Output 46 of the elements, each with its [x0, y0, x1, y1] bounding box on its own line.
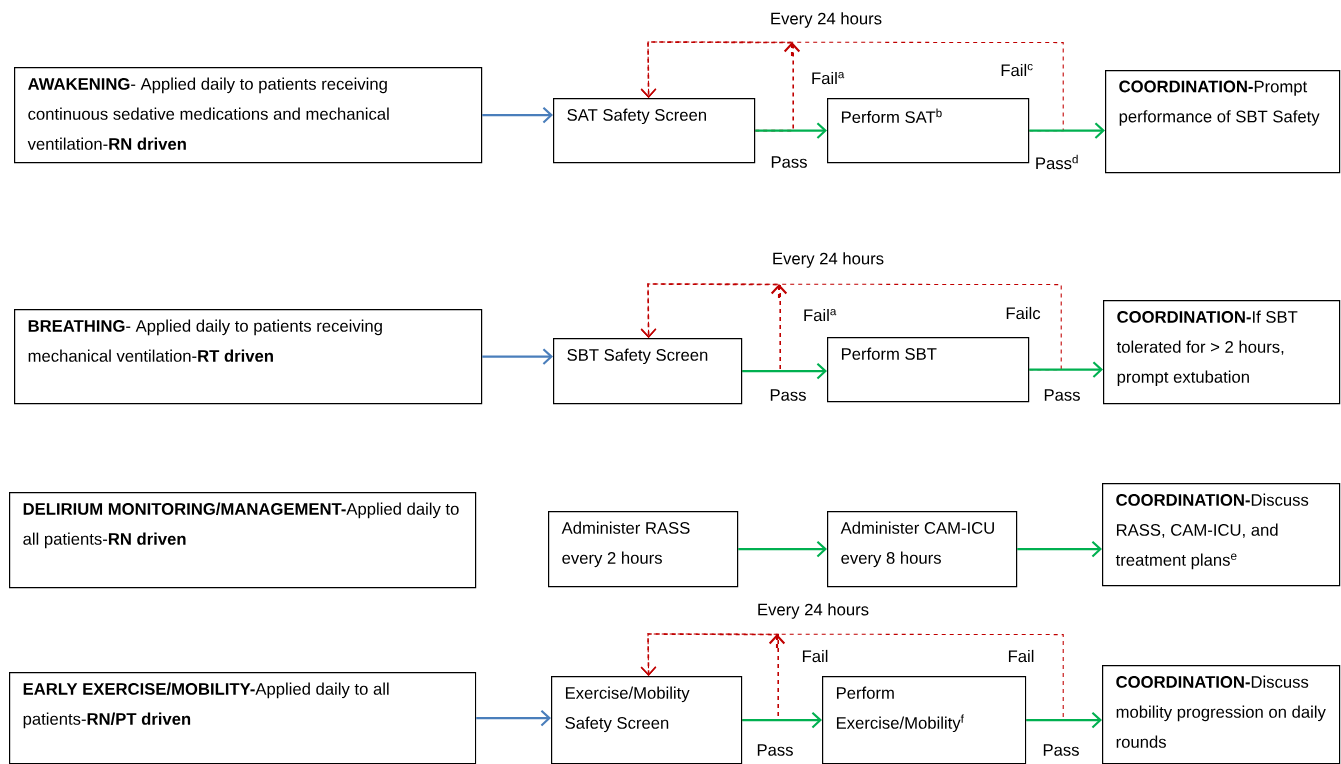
loop-label: Every 24 hours	[773, 252, 884, 268]
process-box: Administer RASS every 2 hours	[548, 511, 739, 588]
arrow	[640, 41, 1064, 132]
process-box: Perform Exercise/Mobility$^{f}$	[822, 676, 1027, 764]
process-box: AWAKENING- Applied daily to patients receiving continuous sedative medications and mechanical ventilation-RN driven	[14, 67, 483, 164]
arrow	[1029, 122, 1105, 139]
arrow	[482, 348, 553, 365]
process-box: COORDINATION-Discuss RASS, CAM-ICU, and treatment plans$^{e}$	[1102, 483, 1341, 587]
process-box: DELIRIUM MONITORING/MANAGEMENT-Applied daily to all patients-RN driven	[9, 492, 477, 589]
process-box: BREATHING- Applied daily to patients receiving mechanical ventilation-RT driven	[14, 309, 483, 405]
arrow	[482, 107, 553, 124]
process-box: Perform SAT$^{b}$	[827, 98, 1030, 164]
process-box: COORDINATION-If SBT tolerated for > 2 hours, prompt extubation	[1103, 300, 1341, 405]
process-box: SBT Safety Screen	[553, 338, 743, 405]
edge-label: Fail$^{a}$	[801, 307, 839, 323]
arrow	[742, 712, 822, 729]
loop-label: Every 24 hours	[758, 603, 869, 619]
arrow	[640, 283, 788, 372]
edge-label: Pass	[768, 387, 808, 403]
edge-label: Pass$^{d}$	[1033, 153, 1081, 171]
edge-label: Pass	[1041, 742, 1081, 758]
process-box: SAT Safety Screen	[553, 98, 756, 164]
edge-label: Pass	[1042, 387, 1082, 403]
arrow	[1017, 541, 1102, 558]
process-box: Administer CAM-ICU every 8 hours	[827, 511, 1018, 588]
process-box: COORDINATION-Discuss mobility progression on daily rounds	[1102, 665, 1341, 764]
arrow	[1026, 712, 1102, 729]
edge-label: Fail	[800, 648, 830, 664]
process-box: Exercise/Mobility Safety Screen	[551, 676, 743, 764]
edge-label: Pass	[755, 742, 795, 758]
edge-label: Fail	[1006, 648, 1036, 664]
arrow	[640, 41, 801, 132]
process-box: Perform SBT	[827, 337, 1030, 403]
arrow	[640, 633, 1064, 721]
edge-label: Pass	[769, 154, 809, 170]
arrow	[1029, 361, 1103, 378]
edge-label: Fail$^{c}$	[999, 62, 1035, 78]
process-box: COORDINATION-Prompt performance of SBT Safety	[1105, 70, 1341, 174]
arrow	[476, 710, 551, 727]
edge-label: Fail$^{a}$	[809, 70, 847, 86]
edge-label: Failc	[1004, 305, 1042, 321]
loop-label: Every 24 hours	[771, 12, 882, 28]
arrow	[738, 541, 827, 558]
arrow	[742, 363, 827, 380]
process-box: EARLY EXERCISE/MOBILITY-Applied daily to all patients-RN/PT driven	[9, 672, 477, 764]
arrow	[755, 122, 827, 139]
